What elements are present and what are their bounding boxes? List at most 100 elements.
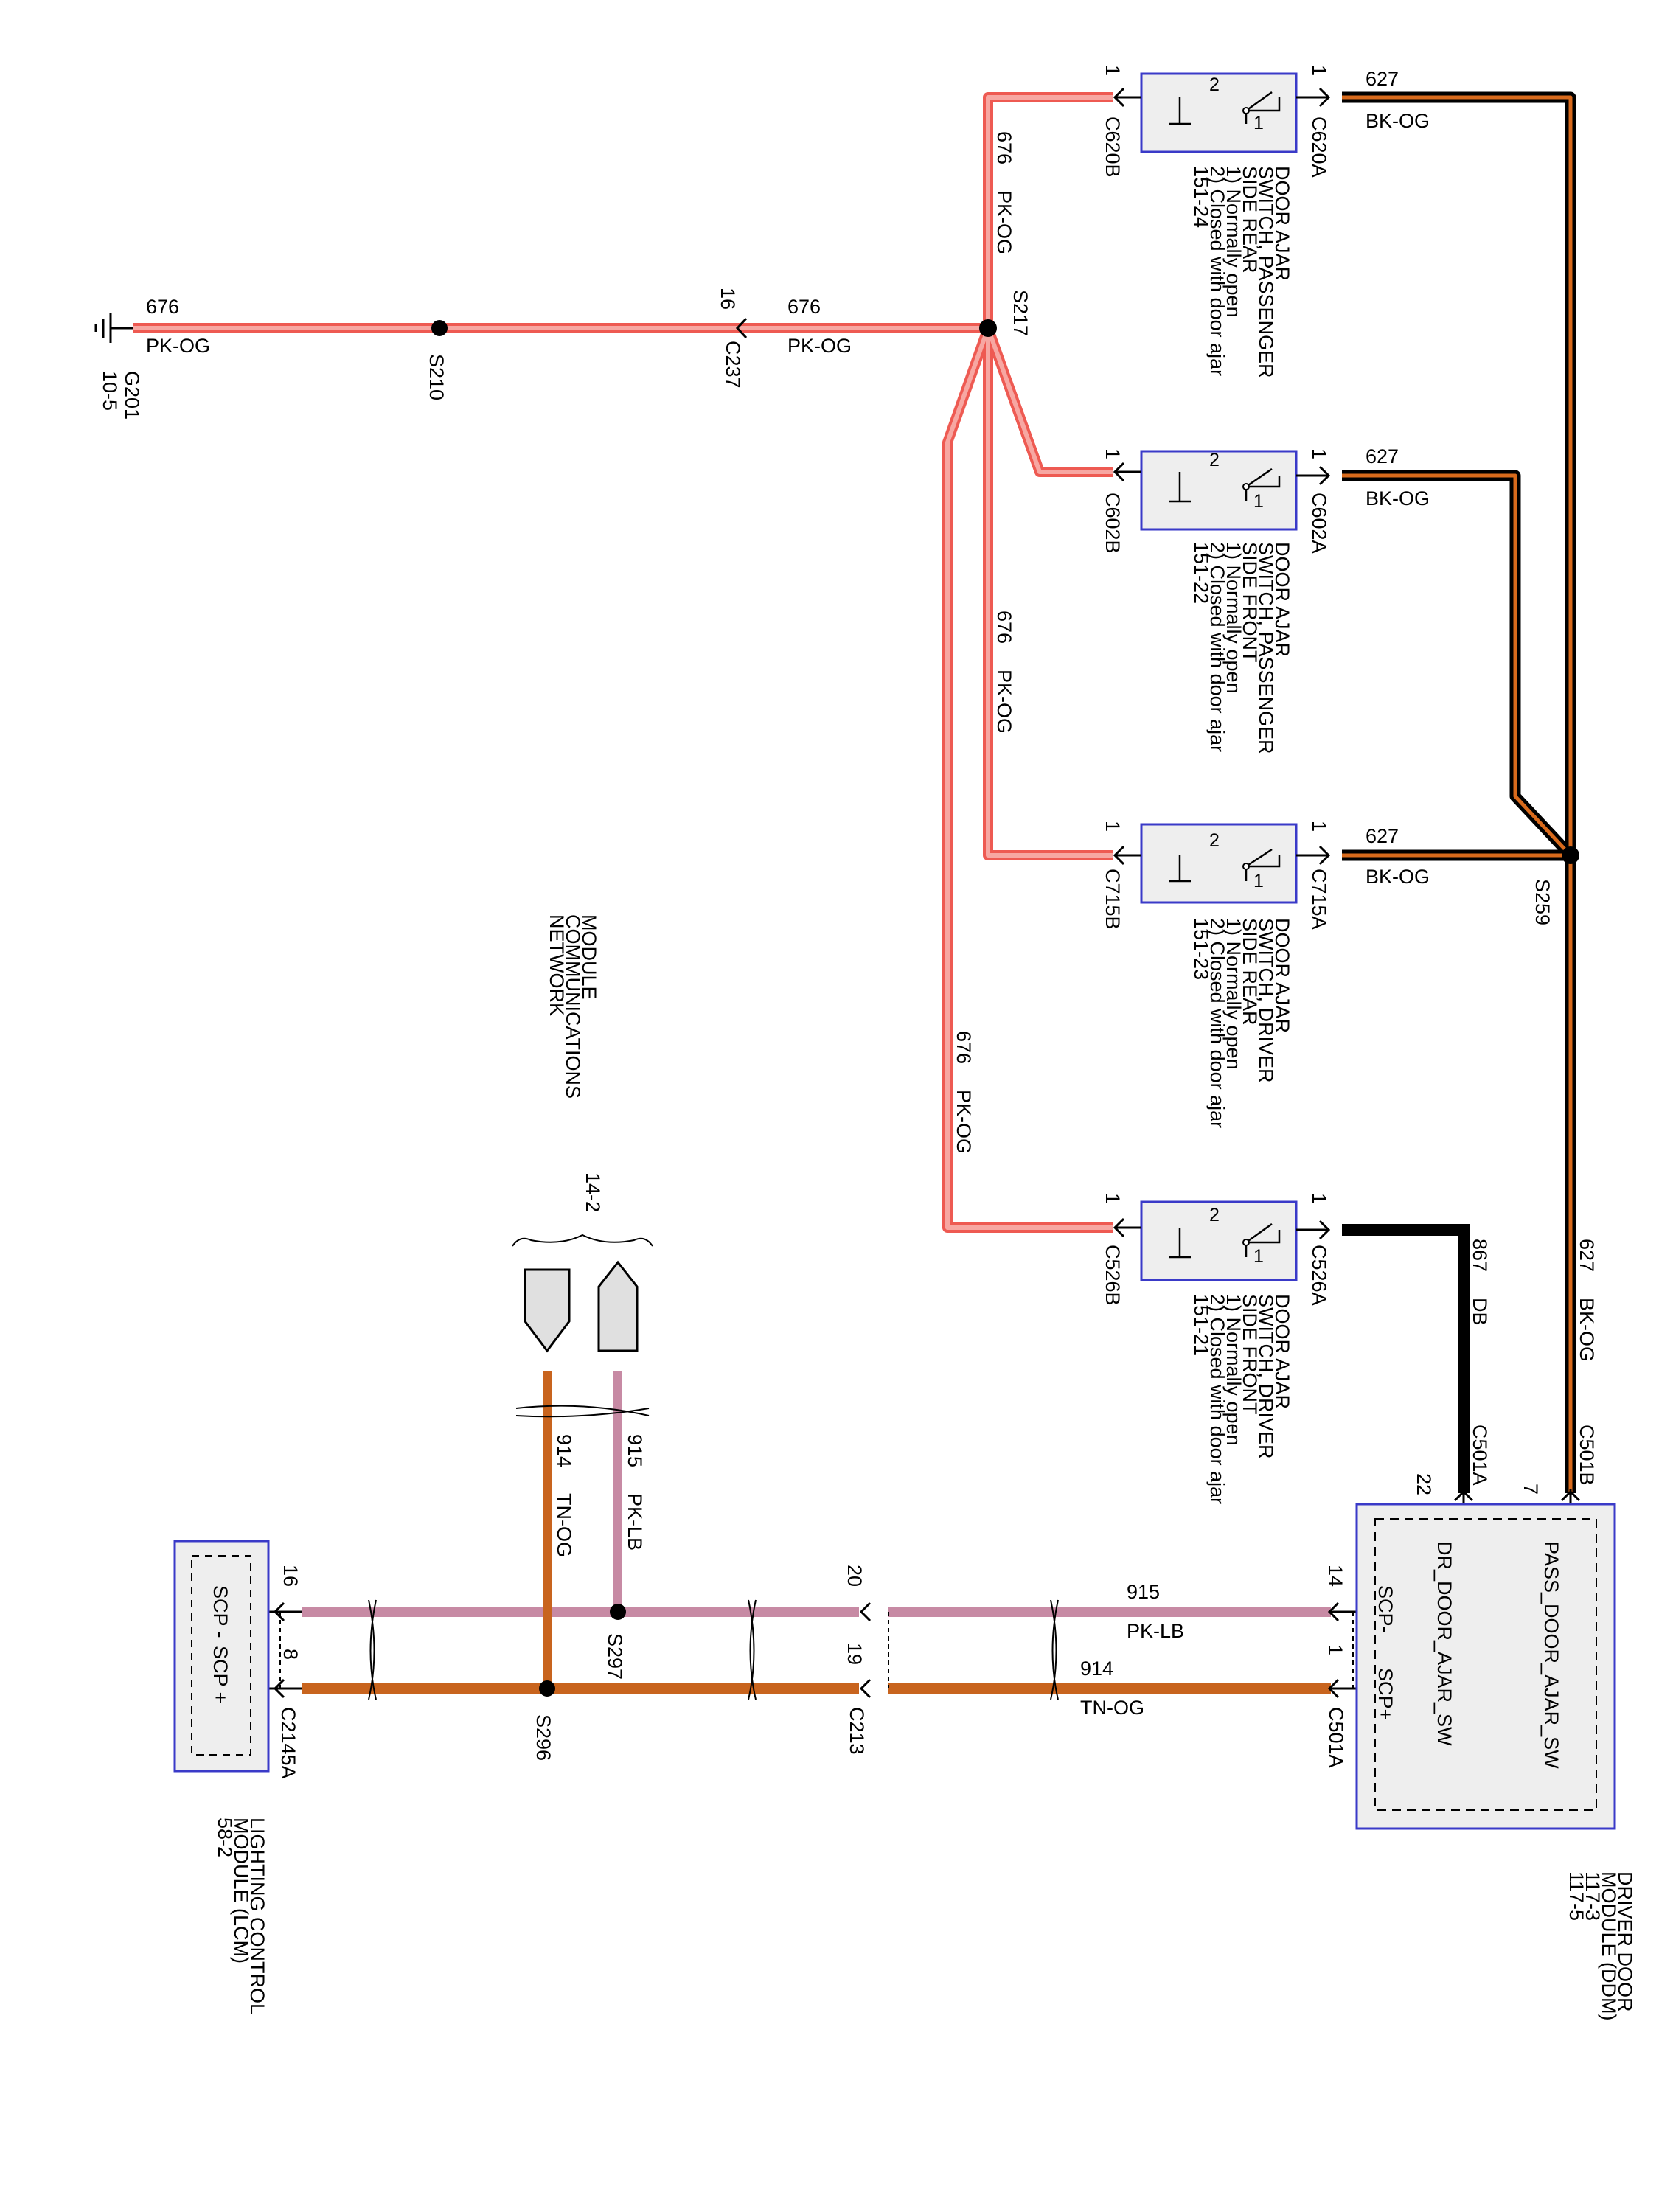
svg-text:SIDE REAR: SIDE REAR: [1239, 918, 1261, 1026]
connector-pin: 1: [1324, 1644, 1346, 1655]
svg-text:151-23: 151-23: [1190, 918, 1212, 980]
svg-text:2) Closed with door ajar: 2) Closed with door ajar: [1206, 166, 1228, 376]
svg-text:COMMUNICATIONS: COMMUNICATIONS: [562, 914, 584, 1099]
connector-pin: 19: [844, 1643, 866, 1665]
svg-text:DOOR AJAR: DOOR AJAR: [1271, 1294, 1293, 1409]
svg-text:58-2: 58-2: [214, 1818, 236, 1857]
svg-text:DOOR AJAR: DOOR AJAR: [1271, 542, 1293, 657]
splice-label-s217: S217: [1009, 290, 1032, 336]
connector-pin: 8: [279, 1649, 302, 1660]
connector-pin: 16: [717, 288, 739, 310]
svg-text:1) Normally open: 1) Normally open: [1222, 166, 1245, 318]
wire-color-pk-og: PK-OG: [146, 335, 210, 357]
svg-text:SIDE REAR: SIDE REAR: [1239, 166, 1261, 274]
svg-text:2: 2: [1209, 830, 1220, 851]
svg-text:151-22: 151-22: [1190, 542, 1212, 604]
splice-label-s297: S297: [604, 1633, 626, 1680]
connector-pin: 1: [1102, 448, 1124, 459]
svg-text:2) Closed with door ajar: 2) Closed with door ajar: [1206, 542, 1228, 752]
door-ajar-switches: 21 21 21 21: [1115, 72, 1329, 1281]
connector-c501a: C501A: [1325, 1707, 1347, 1768]
wire-color-tn-og: TN-OG: [553, 1493, 575, 1557]
wire-number-676: 676: [993, 131, 1015, 164]
wire-number-627: 627: [1366, 825, 1399, 847]
svg-text:MODULE (LCM): MODULE (LCM): [230, 1818, 252, 1964]
wire-color-pk-og: PK-OG: [993, 669, 1015, 734]
connector-c213: C213: [846, 1707, 868, 1755]
splice-s296: [539, 1680, 555, 1697]
svg-text:1: 1: [1253, 491, 1264, 512]
svg-text:DOOR AJAR: DOOR AJAR: [1271, 166, 1293, 281]
network-connector-symbols: [512, 1234, 653, 1353]
connector-pin: 16: [279, 1565, 302, 1587]
wire-number-914: 914: [1080, 1658, 1113, 1680]
svg-text:1) Normally open: 1) Normally open: [1222, 918, 1245, 1070]
splice-dots: [431, 319, 1579, 1697]
splice-label-s259: S259: [1531, 879, 1554, 925]
switch-box-passenger-rear: 21: [1115, 72, 1329, 153]
ddm-pin-dr-door-ajar: DR_DOOR_AJAR_SW: [1433, 1541, 1455, 1746]
splice-s210: [431, 320, 448, 336]
connector-c237: C237: [722, 341, 744, 389]
ddm-pin-pass-door-ajar: PASS_DOOR_AJAR_SW: [1540, 1541, 1562, 1769]
connector-c526b: C526B: [1102, 1245, 1124, 1306]
wire-color-bk-og: BK-OG: [1366, 487, 1430, 509]
wire-color-pk-og: PK-OG: [993, 190, 1015, 254]
svg-text:151-21: 151-21: [1190, 1294, 1212, 1356]
connector-c620a: C620A: [1308, 116, 1330, 178]
svg-text:SWITCH, DRIVER: SWITCH, DRIVER: [1255, 1294, 1277, 1459]
svg-text:DOOR AJAR: DOOR AJAR: [1271, 918, 1293, 1033]
svg-text:SWITCH, DRIVER: SWITCH, DRIVER: [1255, 918, 1277, 1083]
connector-pin: 1: [1308, 65, 1330, 76]
svg-text:DRIVER DOOR: DRIVER DOOR: [1614, 1871, 1636, 2012]
svg-text:1) Normally open: 1) Normally open: [1222, 1294, 1245, 1446]
ground-circuit-676: [133, 92, 1113, 1233]
ground-label: G201 10-5: [99, 371, 143, 420]
ground-symbol: [94, 313, 133, 343]
connector-pin: 14: [1324, 1565, 1346, 1587]
wire-number-627: 627: [1366, 68, 1399, 90]
wire-color-bk-og: BK-OG: [1366, 110, 1430, 132]
svg-text:2) Closed with door ajar: 2) Closed with door ajar: [1206, 1294, 1228, 1504]
connector-c501a: C501A: [1469, 1425, 1491, 1486]
wire-number-867: 867: [1469, 1239, 1491, 1272]
switch-description: DOOR AJAR SWITCH, PASSENGER SIDE REAR 1)…: [1190, 166, 1293, 378]
wire-color-pk-og: PK-OG: [787, 335, 852, 357]
splice-label-s210: S210: [425, 354, 448, 400]
lcm-pin-scp-plus: SCP +: [209, 1646, 232, 1703]
connector-c715b: C715B: [1102, 869, 1124, 930]
wire-number-676: 676: [993, 611, 1015, 644]
connector-pin: 1: [1308, 1193, 1330, 1204]
svg-text:SWITCH, PASSENGER: SWITCH, PASSENGER: [1255, 542, 1277, 754]
connector-c715a: C715A: [1308, 869, 1330, 930]
wire-number-914: 914: [553, 1434, 575, 1467]
svg-text:NETWORK: NETWORK: [546, 914, 568, 1016]
svg-text:1: 1: [1253, 113, 1264, 133]
svg-text:117-3: 117-3: [1582, 1871, 1604, 1921]
switch-box-driver-rear: 21: [1115, 823, 1329, 904]
twisted-pair-symbols: [368, 1405, 1059, 1700]
wire-number-627: 627: [1576, 1239, 1598, 1272]
wire-number-676: 676: [787, 296, 821, 318]
svg-text:LIGHTING CONTROL: LIGHTING CONTROL: [246, 1818, 268, 2014]
ddm-pin-scp-minus: SCP-: [1374, 1585, 1397, 1633]
switch-description: DOOR AJAR SWITCH, DRIVER SIDE REAR 1) No…: [1190, 918, 1293, 1128]
svg-text:MODULE: MODULE: [578, 914, 600, 1000]
ddm-pin-scp-plus: SCP+: [1374, 1668, 1397, 1720]
switch-description: DOOR AJAR SWITCH, DRIVER SIDE FRONT 1) N…: [1190, 1294, 1293, 1504]
connector-c620b: C620B: [1102, 116, 1124, 178]
connector-c501b: C501B: [1576, 1425, 1598, 1486]
lcm-pin-scp-minus: SCP -: [209, 1585, 232, 1638]
wire-number-676: 676: [146, 296, 179, 318]
connector-pin: 1: [1102, 821, 1124, 832]
connector-c602a: C602A: [1308, 493, 1330, 554]
ground-name: G201: [121, 371, 143, 420]
connector-pin: 7: [1520, 1484, 1542, 1495]
lcm-title: LIGHTING CONTROL MODULE (LCM) 58-2: [214, 1818, 268, 2014]
connector-pin: 1: [1102, 1193, 1124, 1204]
network-description: MODULE COMMUNICATIONS NETWORK: [546, 914, 600, 1099]
splice-s297: [610, 1604, 626, 1620]
svg-text:1: 1: [1253, 1246, 1264, 1267]
svg-text:2: 2: [1209, 450, 1220, 470]
